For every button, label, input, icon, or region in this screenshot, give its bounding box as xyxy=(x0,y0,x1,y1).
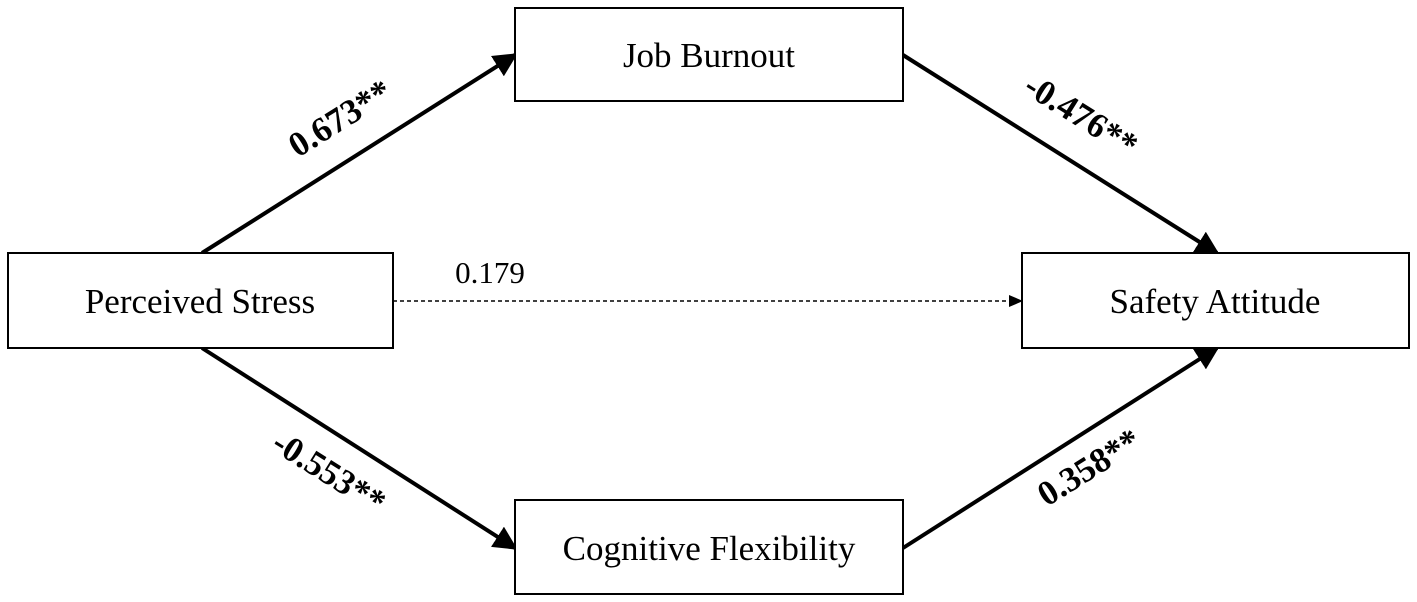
node-safety-attitude: Safety Attitude xyxy=(1021,252,1410,349)
path-flexibility-to-safety xyxy=(901,346,1220,550)
coef-stress-to-burnout: 0.673** xyxy=(281,72,398,165)
coef-stress-to-safety-direct: 0.179 xyxy=(455,255,525,290)
path-burnout-to-safety xyxy=(901,53,1220,255)
node-cognitive-flexibility-label: Cognitive Flexibility xyxy=(563,529,856,568)
coef-flexibility-to-safety: 0.358** xyxy=(1030,421,1147,514)
node-job-burnout: Job Burnout xyxy=(514,7,904,102)
node-safety-attitude-label: Safety Attitude xyxy=(1110,282,1321,321)
node-job-burnout-label: Job Burnout xyxy=(623,36,795,75)
node-perceived-stress-label: Perceived Stress xyxy=(85,282,315,321)
path-stress-to-flexibility xyxy=(200,346,518,550)
node-cognitive-flexibility: Cognitive Flexibility xyxy=(514,499,904,595)
coef-burnout-to-safety: -0.476** xyxy=(1018,65,1145,165)
coef-stress-to-flexibility: -0.553** xyxy=(266,422,393,522)
node-perceived-stress: Perceived Stress xyxy=(7,252,394,349)
path-stress-to-burnout xyxy=(200,53,518,255)
